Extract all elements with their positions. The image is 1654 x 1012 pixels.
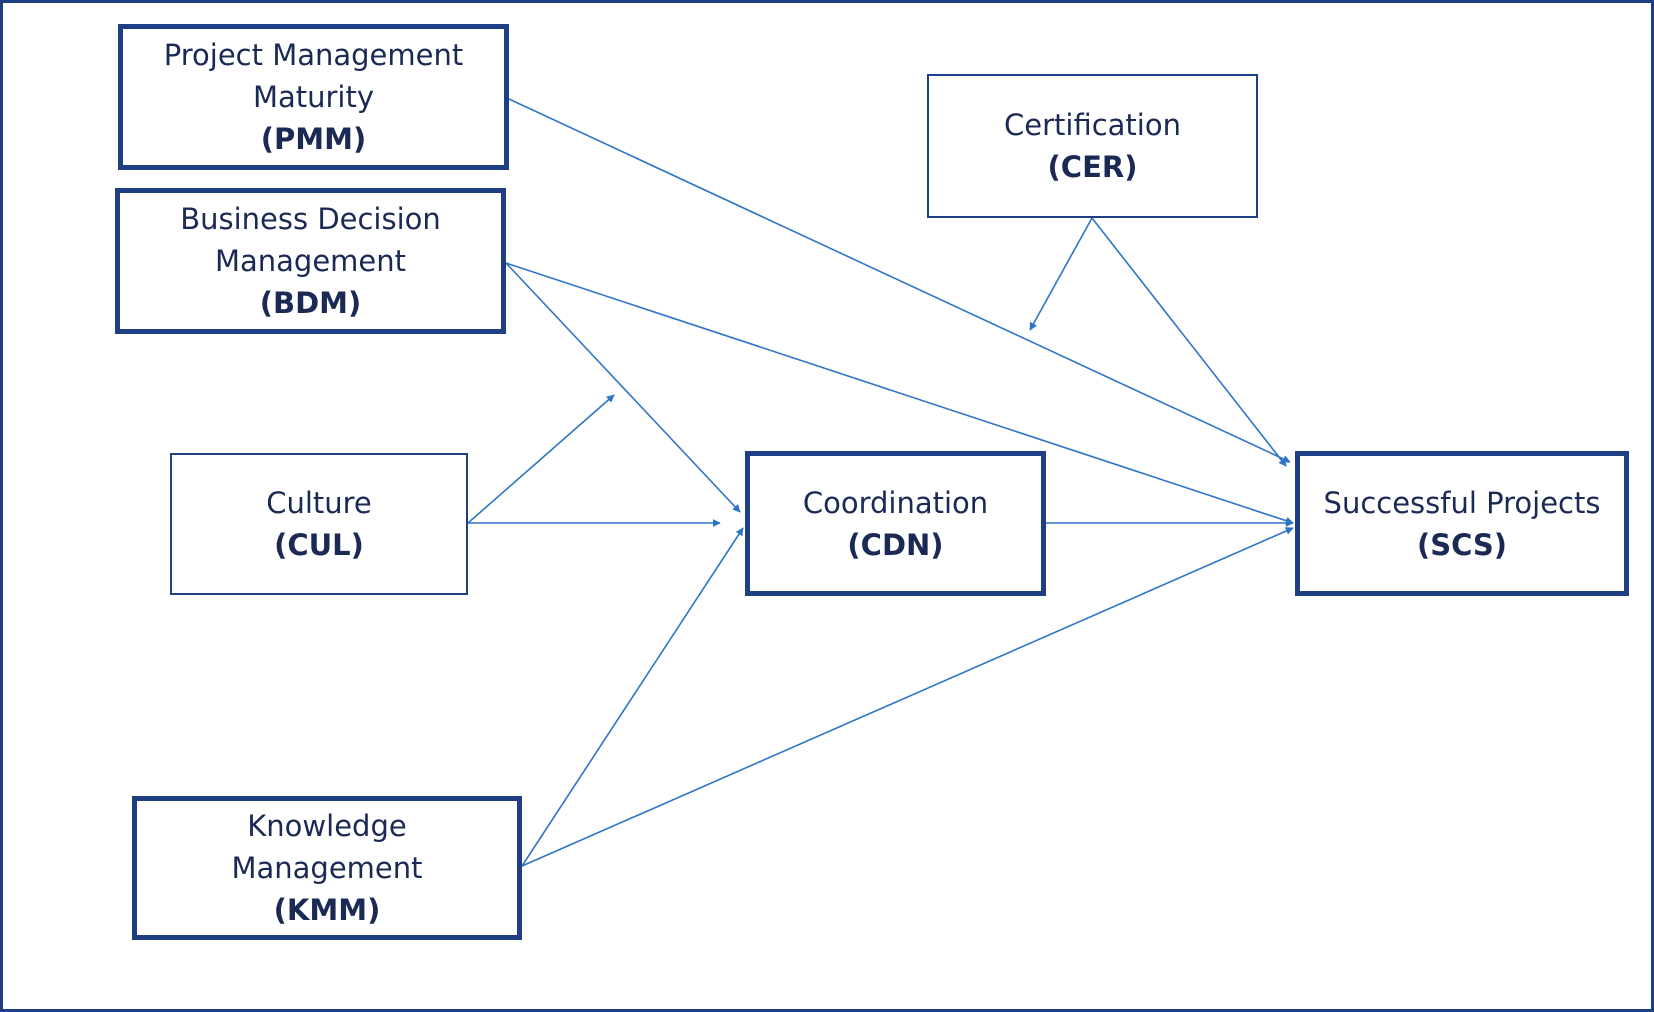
node-cul-label: Culture <box>266 486 372 520</box>
node-kmm-abbreviation: (KMM) <box>273 893 381 927</box>
node-bdm-label-line-1: Business Decision <box>180 202 441 236</box>
arrow-cer-to-pmm-scs <box>1029 217 1093 331</box>
node-project-management-maturity: Project Management Maturity (PMM) <box>118 24 509 170</box>
node-cer-abbreviation: (CER) <box>1047 150 1138 184</box>
node-culture: Culture (CUL) <box>170 453 468 595</box>
node-bdm-label-line-2: Management <box>214 244 407 278</box>
node-certification: Certification (CER) <box>927 74 1258 218</box>
arrow-pmm-to-scs <box>508 98 1291 463</box>
node-scs-label: Successful Projects <box>1323 485 1601 520</box>
node-knowledge-management: Knowledge Management (KMM) <box>132 796 522 940</box>
arrow-bdm-to-scs <box>505 262 1294 525</box>
node-coordination: Coordination (CDN) <box>745 451 1046 596</box>
node-kmm-label-line-2: Management <box>231 851 423 885</box>
node-kmm-label-line-1: Knowledge <box>247 809 407 843</box>
node-pmm-label-line-2: Maturity <box>252 80 375 114</box>
node-business-decision-management: Business Decision Management (BDM) <box>115 188 506 334</box>
arrow-bdm-to-cdn <box>505 262 741 513</box>
node-bdm-abbreviation: (BDM) <box>259 286 362 320</box>
arrow-cer-to-scs <box>1091 217 1287 467</box>
arrow-kmm-to-cdn <box>521 527 744 867</box>
node-cul-abbreviation: (CUL) <box>274 528 364 562</box>
arrow-cul-to-bdm-cdn <box>467 394 615 524</box>
node-scs-abbreviation: (SCS) <box>1416 527 1508 562</box>
arrow-kmm-to-scs <box>521 527 1294 867</box>
node-cer-label: Certification <box>1004 108 1181 142</box>
node-cdn-label: Coordination <box>802 485 989 520</box>
node-successful-projects: Successful Projects (SCS) <box>1295 451 1629 596</box>
node-pmm-abbreviation: (PMM) <box>260 122 367 156</box>
node-pmm-label-line-1: Project Management <box>163 38 464 72</box>
node-cdn-abbreviation: (CDN) <box>847 527 944 562</box>
